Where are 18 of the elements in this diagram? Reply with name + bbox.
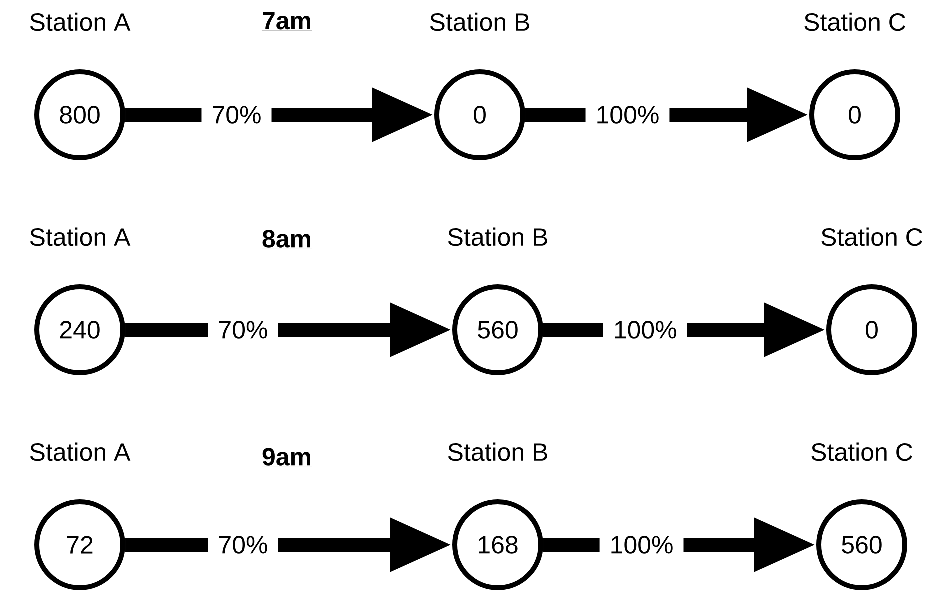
edge-label: 100% (598, 106, 659, 124)
station-label: Station B (448, 442, 548, 462)
station-label: Station A (30, 442, 131, 462)
station-label: Station B (448, 228, 548, 246)
station-label: Station A (30, 12, 131, 32)
station-label: Station C (804, 12, 906, 32)
edge-label: 70% (220, 321, 268, 339)
edge-label: 100% (612, 536, 673, 554)
edge-label: 70% (213, 106, 261, 124)
time-heading: 9am (262, 448, 312, 468)
time-heading: 7am (262, 12, 312, 32)
station-label: Station C (822, 228, 922, 246)
edge-label: 100% (615, 321, 676, 339)
station-label: Station C (812, 442, 912, 462)
time-heading: 8am (262, 230, 312, 250)
edge-label: 70% (220, 536, 268, 554)
station-label: Station A (30, 228, 131, 246)
station-label: Station B (430, 12, 530, 32)
